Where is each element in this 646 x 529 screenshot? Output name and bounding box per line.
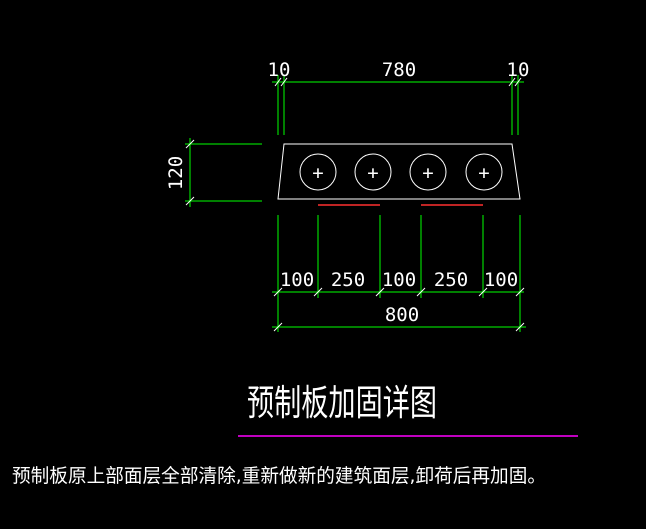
total-tick-right xyxy=(515,322,525,332)
bottom-tick-3 xyxy=(375,287,385,297)
bottom-tick-6 xyxy=(515,287,525,297)
dim-seg-2: 250 xyxy=(331,269,365,291)
bottom-dimension-chain: 100 250 100 250 100 xyxy=(272,215,525,332)
total-dimension: 800 xyxy=(272,304,526,332)
height-dimension: 120 xyxy=(165,138,262,207)
dim-top-left: 10 xyxy=(268,59,291,81)
top-dimension-chain: 10 780 10 xyxy=(268,59,530,135)
dim-seg-1: 100 xyxy=(280,269,314,291)
dim-top-right: 10 xyxy=(507,59,530,81)
bottom-tick-2 xyxy=(313,287,323,297)
dim-seg-4: 250 xyxy=(434,269,468,291)
hollow-core-1-mark: + xyxy=(312,162,323,184)
drawing-title: 预制板加固详图 xyxy=(247,383,437,424)
dim-top-middle: 780 xyxy=(382,59,416,81)
top-tick-2 xyxy=(280,77,288,87)
total-tick-left xyxy=(273,322,283,332)
hollow-core-4 xyxy=(465,153,503,191)
construction-note: 预制板原上部面层全部清除,重新做新的建筑面层,卸荷后再加固。 xyxy=(12,465,546,487)
dim-seg-5: 100 xyxy=(484,269,518,291)
hollow-core-3 xyxy=(409,153,447,191)
hollow-core-2 xyxy=(354,153,392,191)
dim-seg-3: 100 xyxy=(382,269,416,291)
top-tick-3 xyxy=(508,77,516,87)
bottom-tick-4 xyxy=(416,287,426,297)
hollow-core-4-mark: + xyxy=(478,162,489,184)
dim-total: 800 xyxy=(385,304,419,326)
hollow-core-2-mark: + xyxy=(367,162,378,184)
bottom-tick-1 xyxy=(273,287,283,297)
hollow-core-1 xyxy=(299,153,337,191)
dim-height: 120 xyxy=(165,156,187,190)
slab-section-outline xyxy=(277,143,521,200)
top-tick-1 xyxy=(274,77,282,87)
height-tick-bottom xyxy=(185,196,195,206)
hollow-cores: + + + + xyxy=(299,153,503,191)
bottom-tick-5 xyxy=(478,287,488,297)
hollow-core-3-mark: + xyxy=(422,162,433,184)
height-tick-top xyxy=(185,139,195,149)
top-tick-4 xyxy=(514,77,522,87)
